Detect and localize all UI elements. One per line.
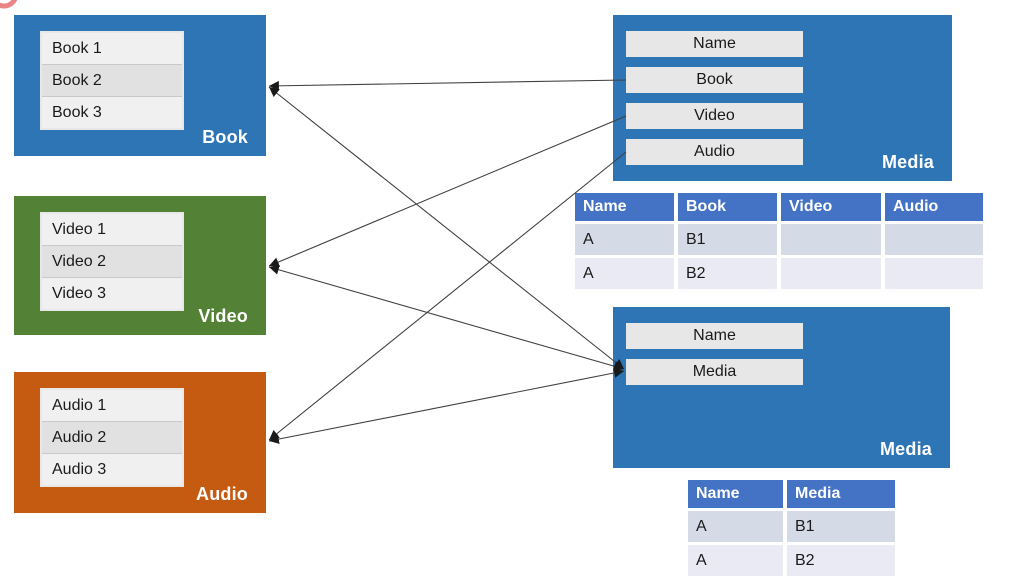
arrow-mediatop-book-to-book bbox=[268, 79, 627, 91]
table-cell: A bbox=[688, 545, 783, 576]
list-item: Video 2 bbox=[42, 245, 182, 277]
column-header: Name bbox=[575, 193, 674, 221]
arrow-mediatop-audio-to-audio bbox=[268, 151, 627, 441]
book-item-list: Book 1 Book 2 Book 3 bbox=[40, 31, 184, 130]
table-cell: A bbox=[575, 258, 674, 289]
media-bottom-field-media: Media bbox=[626, 359, 803, 385]
audio-entity-label: Audio bbox=[196, 484, 248, 504]
column-header: Book bbox=[678, 193, 777, 221]
arrow-mediabottom-media-to-video bbox=[268, 264, 625, 372]
media-bottom-table: Name Media A B1 A B2 bbox=[688, 480, 895, 576]
table-cell bbox=[781, 258, 881, 289]
book-entity-label: Book bbox=[202, 127, 248, 147]
audio-item-list: Audio 1 Audio 2 Audio 3 bbox=[40, 388, 184, 487]
video-entity-label: Video bbox=[198, 306, 248, 326]
list-item: Book 2 bbox=[42, 64, 182, 96]
column-header: Video bbox=[781, 193, 881, 221]
column-header: Audio bbox=[885, 193, 983, 221]
media-top-entity-label: Media bbox=[881, 152, 934, 172]
arrow-mediabottom-media-to-book bbox=[268, 86, 625, 370]
list-item: Audio 2 bbox=[42, 421, 182, 453]
video-entity: Video 1 Video 2 Video 3 Video bbox=[14, 196, 266, 335]
media-top-field-book: Book bbox=[626, 67, 803, 93]
table-cell: B2 bbox=[678, 258, 777, 289]
arrow-mediabottom-media-to-audio bbox=[268, 368, 625, 444]
list-item: Video 1 bbox=[42, 214, 182, 245]
media-entity-top: Name Book Video Audio Media bbox=[613, 15, 952, 181]
media-top-field-video: Video bbox=[626, 103, 803, 129]
list-item: Video 3 bbox=[42, 277, 182, 309]
table-cell: A bbox=[688, 511, 783, 542]
table-cell: B1 bbox=[787, 511, 895, 542]
media-bottom-entity-label: Media bbox=[879, 439, 932, 459]
table-cell: B2 bbox=[787, 545, 895, 576]
column-header: Name bbox=[688, 480, 783, 508]
table-cell: A bbox=[575, 224, 674, 255]
table-cell bbox=[885, 224, 983, 255]
list-item: Audio 3 bbox=[42, 453, 182, 485]
media-top-field-name: Name bbox=[626, 31, 803, 57]
list-item: Book 3 bbox=[42, 96, 182, 128]
table-cell bbox=[781, 224, 881, 255]
media-bottom-fields: Name Media bbox=[626, 323, 803, 385]
list-item: Audio 1 bbox=[42, 390, 182, 421]
column-header: Media bbox=[787, 480, 895, 508]
media-top-fields: Name Book Video Audio bbox=[626, 31, 803, 165]
audio-entity: Audio 1 Audio 2 Audio 3 Audio bbox=[14, 372, 266, 513]
arrow-mediatop-video-to-video bbox=[268, 115, 627, 267]
video-item-list: Video 1 Video 2 Video 3 bbox=[40, 212, 184, 311]
media-bottom-field-name: Name bbox=[626, 323, 803, 349]
media-top-table: Name Book Video Audio A B1 A B2 bbox=[575, 193, 983, 289]
table-cell: B1 bbox=[678, 224, 777, 255]
list-item: Book 1 bbox=[42, 33, 182, 64]
media-entity-bottom: Name Media Media bbox=[613, 307, 950, 468]
table-cell bbox=[885, 258, 983, 289]
book-entity: Book 1 Book 2 Book 3 Book bbox=[14, 15, 266, 156]
media-top-field-audio: Audio bbox=[626, 139, 803, 165]
